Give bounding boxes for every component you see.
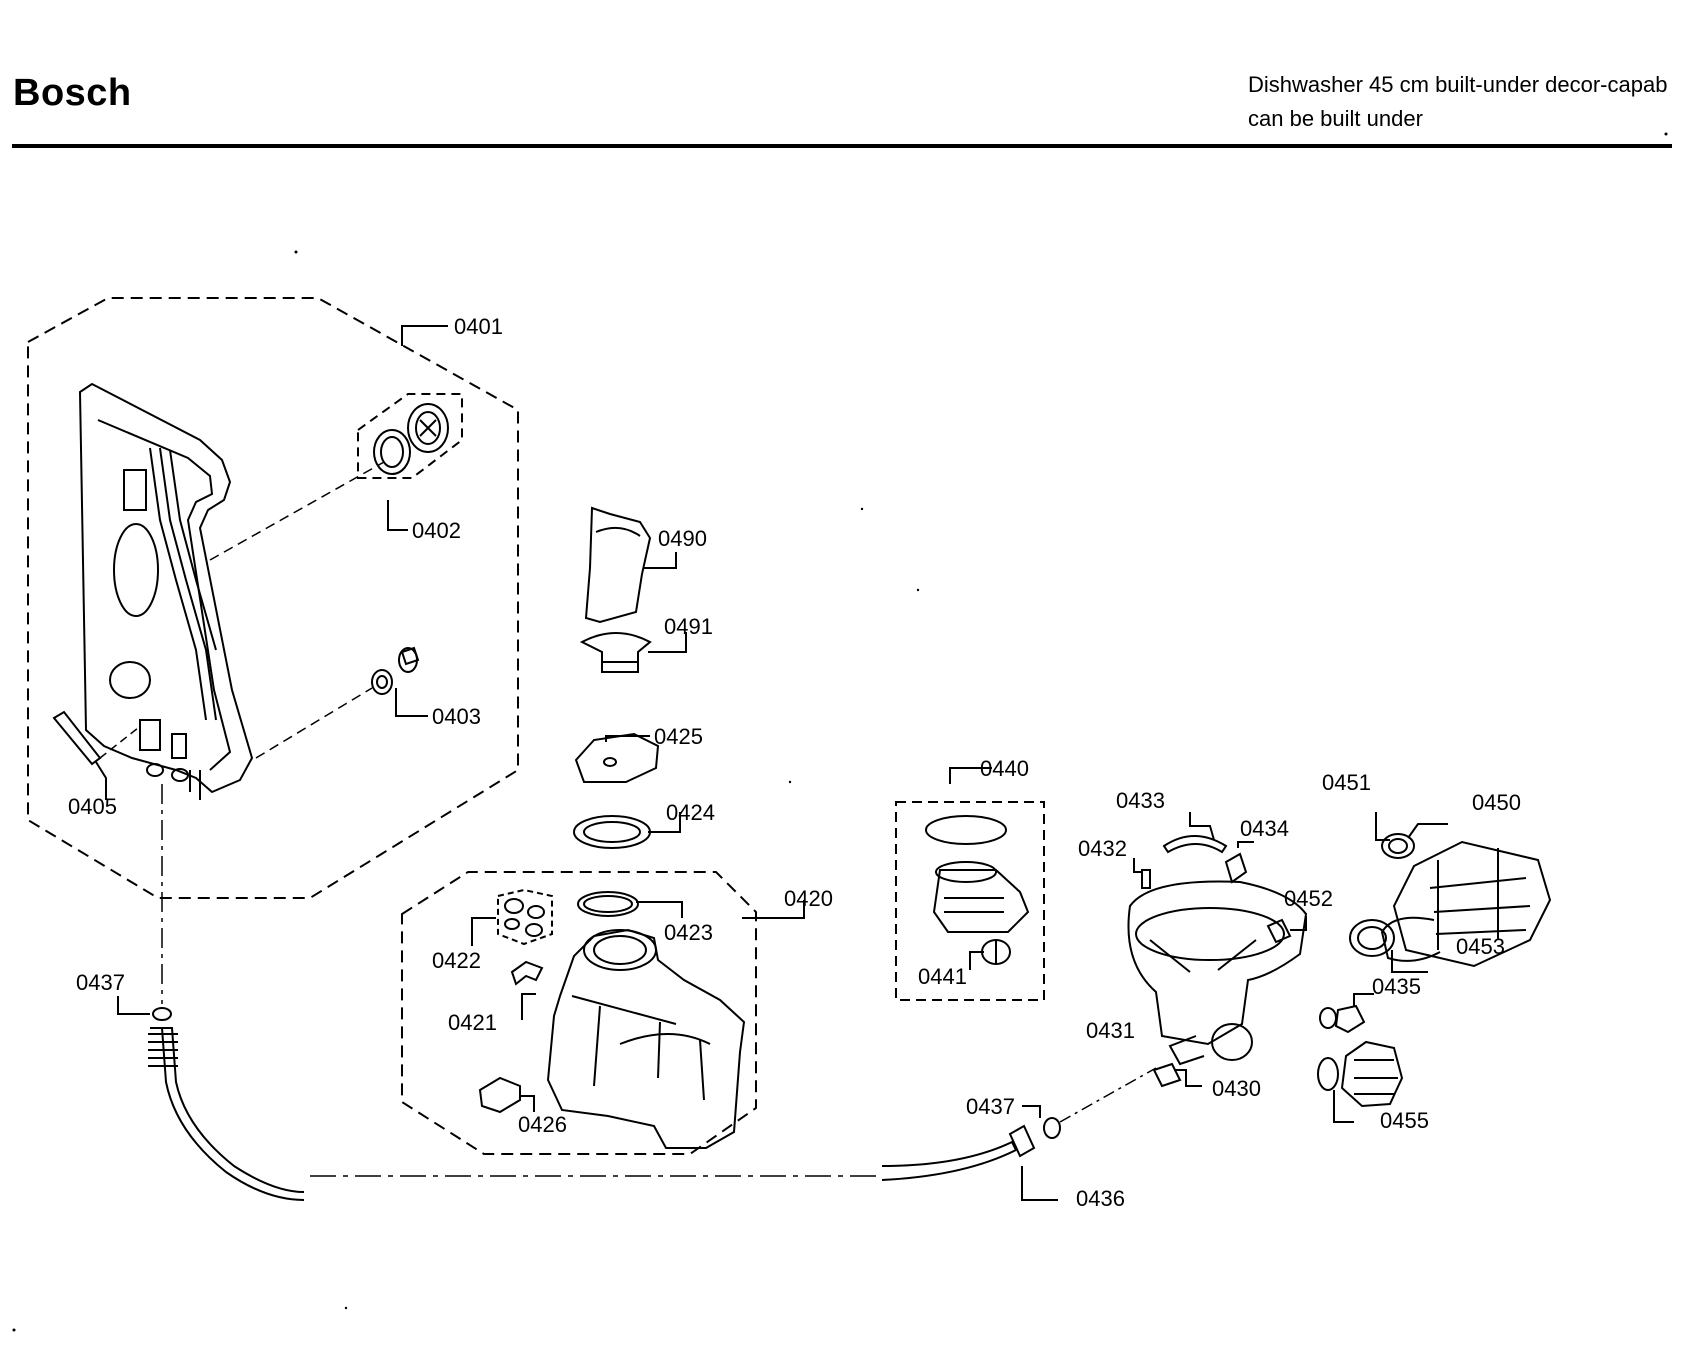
seal-0453 bbox=[1349, 919, 1395, 957]
part-label-0455: 0455 bbox=[1380, 1108, 1429, 1133]
part-label-0440: 0440 bbox=[980, 756, 1029, 781]
drain-pump-0455 bbox=[1340, 1040, 1404, 1108]
part-label-0451: 0451 bbox=[1322, 770, 1371, 795]
part-label-0453: 0453 bbox=[1456, 934, 1505, 959]
distributor-panel-part bbox=[78, 382, 254, 800]
nipple-0431 bbox=[1152, 1062, 1182, 1088]
part-label-0430: 0430 bbox=[1212, 1076, 1261, 1101]
document-title-line1: Dishwasher 45 cm built-under decor-capab bbox=[1248, 72, 1668, 97]
part-label-0431: 0431 bbox=[1086, 1018, 1135, 1043]
part-label-0436: 0436 bbox=[1076, 1186, 1125, 1211]
clip-0421 bbox=[510, 960, 544, 986]
part-label-0422: 0422 bbox=[432, 948, 481, 973]
group-outline-0422 bbox=[497, 888, 553, 946]
part-label-0491: 0491 bbox=[664, 614, 713, 639]
clip-0405 bbox=[52, 710, 102, 766]
cup-0491 bbox=[579, 632, 652, 673]
part-label-0452: 0452 bbox=[1284, 886, 1333, 911]
part-label-0435: 0435 bbox=[1372, 974, 1421, 999]
part-label-0424: 0424 bbox=[666, 800, 715, 825]
group-outline-0401 bbox=[27, 297, 519, 899]
group-outline-0402 bbox=[357, 393, 463, 479]
scan-specks bbox=[12, 132, 1668, 1332]
o-ring-0455 bbox=[1317, 1057, 1339, 1091]
part-label-0426: 0426 bbox=[518, 1112, 567, 1137]
part-label-0437-right: 0437 bbox=[966, 1094, 1015, 1119]
clip-0452 bbox=[1266, 918, 1292, 944]
group-outline-0420 bbox=[401, 871, 757, 1155]
drain-hose bbox=[150, 1027, 305, 1201]
ring-0424 bbox=[573, 815, 651, 849]
part-label-0402: 0402 bbox=[412, 518, 461, 543]
part-label-0433: 0433 bbox=[1116, 788, 1165, 813]
o-ring-0437-right bbox=[1043, 1117, 1061, 1139]
seal-0440 bbox=[925, 815, 1007, 845]
part-label-0421: 0421 bbox=[448, 1010, 497, 1035]
clamp-0451 bbox=[1381, 833, 1415, 859]
spray-cover-0490 bbox=[584, 506, 652, 624]
o-ring-0435 bbox=[1319, 1007, 1337, 1029]
cover-0425 bbox=[574, 732, 660, 783]
part-label-0423: 0423 bbox=[664, 920, 713, 945]
part-label-0450: 0450 bbox=[1472, 790, 1521, 815]
header-divider bbox=[12, 144, 1672, 148]
part-label-0490: 0490 bbox=[658, 526, 707, 551]
clip-0434 bbox=[1224, 852, 1248, 884]
part-label-0401: 0401 bbox=[454, 314, 503, 339]
part-label-0441: 0441 bbox=[918, 964, 967, 989]
part-label-0405: 0405 bbox=[68, 794, 117, 819]
seal-0423 bbox=[577, 891, 639, 917]
o-ring-0437-left bbox=[152, 1007, 172, 1021]
document-title-line2: can be built under bbox=[1248, 106, 1423, 131]
part-label-0420: 0420 bbox=[784, 886, 833, 911]
valve-0435 bbox=[1334, 1004, 1366, 1034]
pump-head-0440 bbox=[932, 869, 1030, 933]
part-label-0432: 0432 bbox=[1078, 836, 1127, 861]
part-label-0403: 0403 bbox=[432, 704, 481, 729]
group-outline-0440 bbox=[895, 801, 1045, 1001]
valve-disc-0402 bbox=[407, 403, 449, 453]
arc-clip-0433 bbox=[1162, 835, 1228, 854]
part-label-0434: 0434 bbox=[1240, 816, 1289, 841]
screw-0432 bbox=[1141, 869, 1151, 889]
fitting-0403a bbox=[371, 669, 393, 695]
part-label-0425: 0425 bbox=[654, 724, 703, 749]
sensor-0426 bbox=[478, 1076, 521, 1114]
part-label-0437-left: 0437 bbox=[76, 970, 125, 995]
seal-ring-0402 bbox=[373, 429, 411, 475]
brand-logo-text: Bosch bbox=[13, 72, 132, 114]
sump-housing-0430 bbox=[1127, 880, 1308, 1046]
